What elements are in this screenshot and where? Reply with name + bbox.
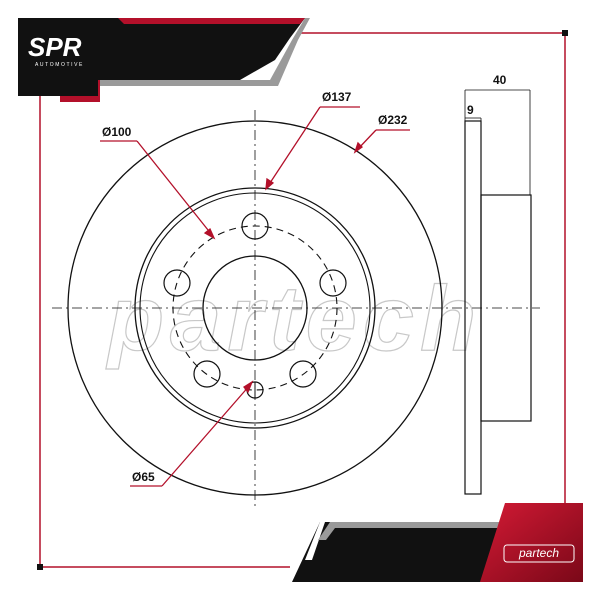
leader-lines: [100, 106, 410, 487]
dimension-labels: Ø100 Ø137 Ø232 Ø65 40 9: [102, 73, 507, 484]
watermark: partech: [104, 267, 482, 370]
frame: [37, 30, 568, 570]
label-d137: Ø137: [322, 90, 352, 104]
disc-front-view: [52, 110, 540, 510]
disc-hat-profile: [480, 194, 532, 422]
bolt-hole: [319, 269, 347, 297]
label-d65: Ø65: [132, 470, 155, 484]
logo-tagline: AUTOMOTIVE: [35, 62, 84, 68]
bolt-hole: [163, 269, 191, 297]
label-d232: Ø232: [378, 113, 408, 127]
bolt-hole: [193, 360, 221, 388]
label-thickness-9: 9: [467, 103, 474, 117]
bottom-banner: partech: [292, 503, 583, 582]
bolt-hole: [289, 360, 317, 388]
disc-side-view: [464, 89, 532, 495]
logo-text: SPR: [28, 32, 82, 62]
brand-badge-bg: [480, 503, 583, 582]
logo-banner: SPR AUTOMOTIVE: [18, 18, 310, 102]
brand-badge-text: partech: [518, 546, 559, 560]
label-d100: Ø100: [102, 125, 132, 139]
label-width-40: 40: [493, 73, 507, 87]
watermark-text: partech: [105, 268, 482, 370]
